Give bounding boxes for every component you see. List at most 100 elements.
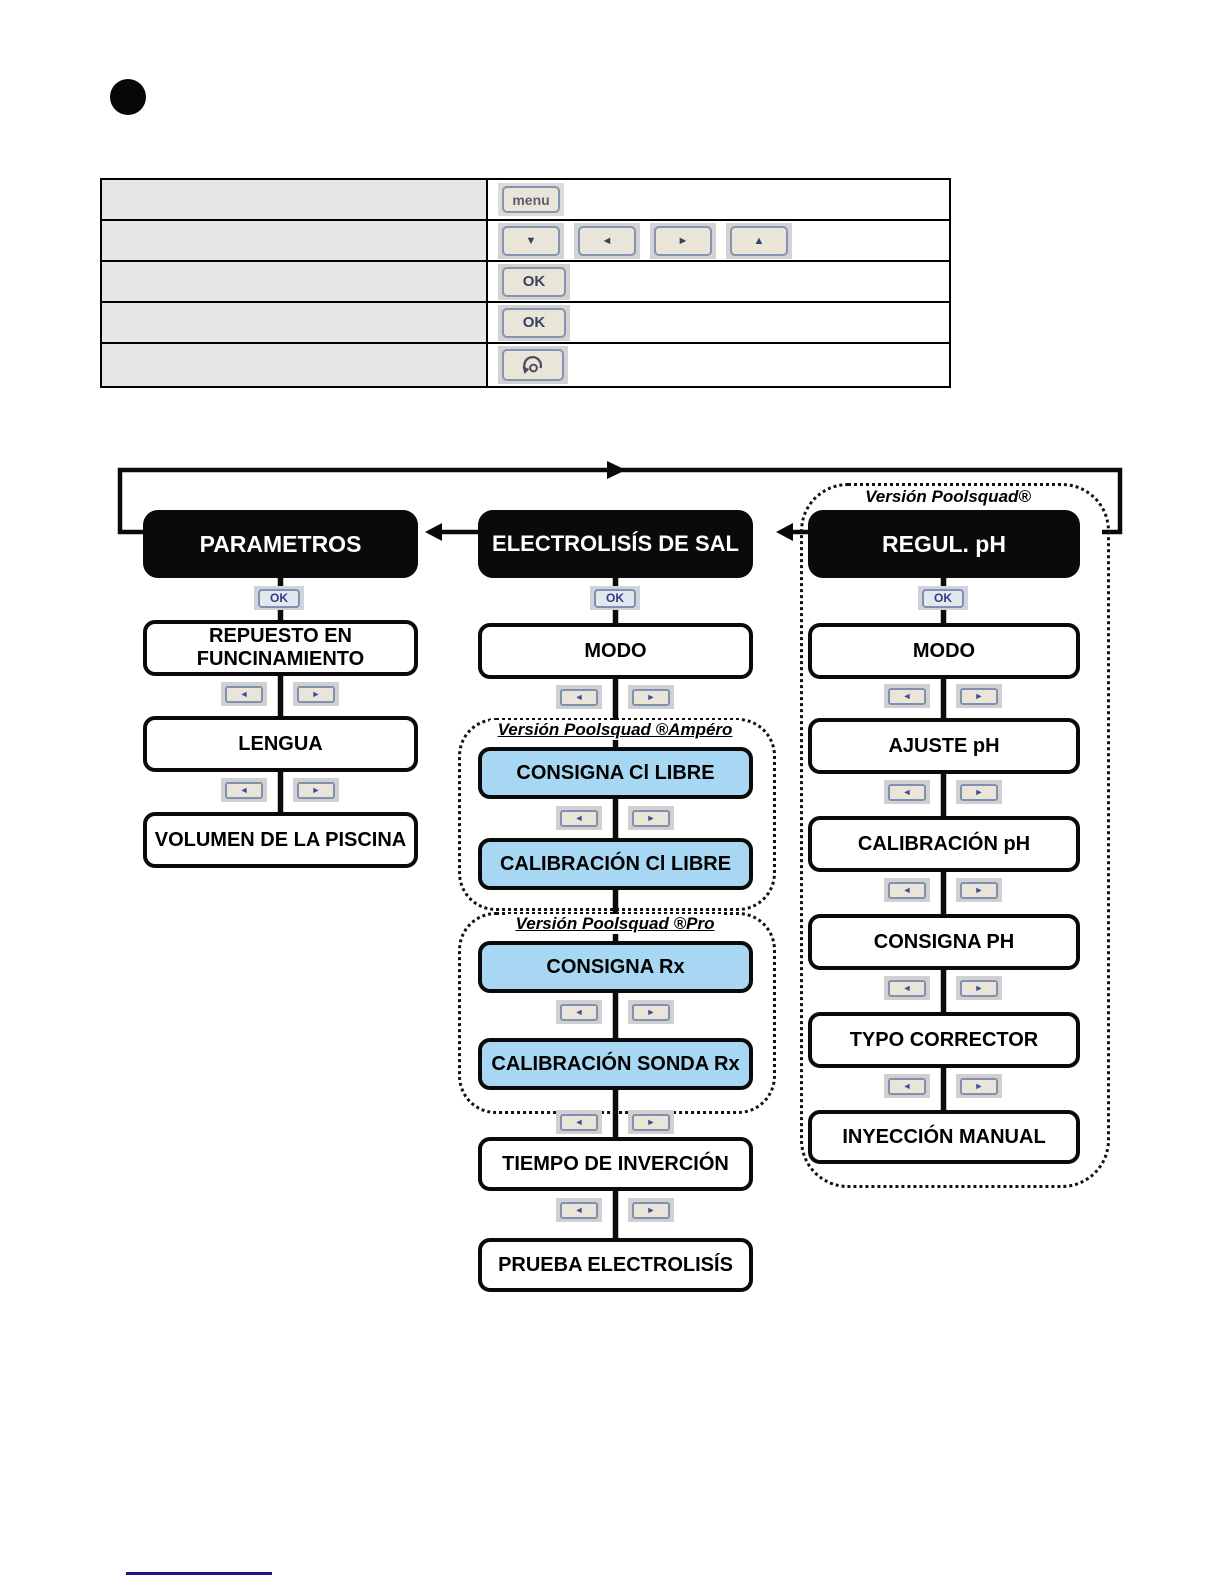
ok-key-label: OK: [502, 266, 566, 297]
menu-node-ajuste-ph: AJUSTE pH: [808, 718, 1080, 774]
menu-node-prueba-electrolisis: PRUEBA ELECTROLISÍS: [478, 1238, 753, 1292]
table-cell-buttons: ▼ ◄ ► ▲: [488, 221, 949, 260]
ok-button: OK: [590, 586, 640, 610]
menu-header-electrolisis: ELECTROLISÍS DE SAL: [478, 510, 753, 578]
left-arrow-button: ◄: [884, 976, 930, 1000]
right-arrow-icon: ►: [632, 1113, 670, 1131]
table-cell-description: [102, 262, 488, 301]
menu-node-modo-sal: MODO: [478, 623, 753, 679]
table-cell-description: [102, 344, 488, 386]
menu-node-lengua: LENGUA: [143, 716, 418, 772]
ok-key-label: OK: [922, 588, 964, 608]
left-arrow-button: ◄: [556, 1110, 602, 1134]
footnote-rule: [126, 1572, 272, 1575]
section-bullet: [110, 79, 146, 115]
menu-key-label: menu: [502, 186, 560, 213]
right-arrow-button: ►: [628, 1000, 674, 1024]
return-home-button: [498, 346, 568, 384]
poolsquad-version-group: [800, 483, 1110, 1188]
left-arrow-button: ◄: [884, 684, 930, 708]
right-arrow-icon: ►: [654, 225, 712, 256]
right-arrow-button: ►: [956, 780, 1002, 804]
left-arrow-icon: ◄: [560, 688, 598, 706]
menu-node-calibracion-sonda-rx: CALIBRACIÓN SONDA Rx: [478, 1038, 753, 1090]
left-arrow-icon: ◄: [225, 781, 263, 799]
table-cell-description: [102, 180, 488, 219]
table-row: OK: [102, 303, 949, 344]
right-arrow-button: ►: [628, 685, 674, 709]
menu-node-consigna-cl: CONSIGNA Cl LIBRE: [478, 747, 753, 799]
right-arrow-icon: ►: [960, 783, 998, 801]
menu-node-calibracion-ph: CALIBRACIÓN pH: [808, 816, 1080, 872]
menu-node-modo-ph: MODO: [808, 623, 1080, 679]
ok-key-label: OK: [594, 588, 636, 608]
right-arrow-button: ►: [628, 1198, 674, 1222]
menu-node-consigna-rx: CONSIGNA Rx: [478, 941, 753, 993]
table-cell-description: [102, 303, 488, 342]
menu-node-volumen: VOLUMEN DE LA PISCINA: [143, 812, 418, 868]
right-arrow-button: ►: [956, 684, 1002, 708]
left-arrow-icon: ◄: [888, 783, 926, 801]
right-arrow-icon: ►: [960, 881, 998, 899]
ok-button: OK: [498, 263, 570, 300]
menu-header-regul-ph: REGUL. pH: [808, 510, 1080, 578]
right-arrow-icon: ►: [632, 1201, 670, 1219]
table-row: OK: [102, 262, 949, 303]
left-arrow-icon: ◄: [888, 881, 926, 899]
left-arrow-icon: ◄: [888, 979, 926, 997]
right-arrow-icon: ►: [632, 1003, 670, 1021]
menu-node-repuesto: REPUESTO EN FUNCINAMIENTO: [143, 620, 418, 676]
right-arrow-button: ►: [956, 1074, 1002, 1098]
left-arrow-icon: ◄: [578, 225, 636, 256]
menu-header-parametros: PARAMETROS: [143, 510, 418, 578]
right-arrow-button: ►: [293, 778, 339, 802]
left-arrow-icon: ◄: [560, 809, 598, 827]
right-arrow-button: ►: [956, 976, 1002, 1000]
ok-button: OK: [918, 586, 968, 610]
ampero-version-group: [458, 718, 776, 911]
right-arrow-button: ►: [956, 878, 1002, 902]
version-pro-label: Versión Poolsquad ®Pro: [507, 914, 723, 934]
right-arrow-button: ►: [628, 806, 674, 830]
up-arrow-button: ▲: [726, 222, 792, 259]
up-arrow-icon: ▲: [730, 225, 788, 256]
left-arrow-button: ◄: [884, 878, 930, 902]
ok-key-label: OK: [258, 588, 300, 608]
left-arrow-button: ◄: [556, 806, 602, 830]
left-arrow-icon: ◄: [888, 1077, 926, 1095]
table-cell-buttons: OK: [488, 262, 949, 301]
ok-key-label: OK: [502, 307, 566, 338]
menu-node-consigna-ph: CONSIGNA PH: [808, 914, 1080, 970]
left-arrow-icon: ◄: [225, 685, 263, 703]
right-arrow-icon: ►: [632, 688, 670, 706]
left-arrow-icon: ◄: [560, 1003, 598, 1021]
left-arrow-button: ◄: [221, 778, 267, 802]
table-cell-buttons: OK: [488, 303, 949, 342]
table-row: menu: [102, 180, 949, 221]
table-cell-buttons: [488, 344, 949, 386]
left-arrow-button: ◄: [884, 1074, 930, 1098]
table-row: ▼ ◄ ► ▲: [102, 221, 949, 262]
left-arrow-icon: ◄: [560, 1201, 598, 1219]
left-arrow-button: ◄: [556, 685, 602, 709]
right-arrow-icon: ►: [632, 809, 670, 827]
pro-version-group: [458, 912, 776, 1114]
right-arrow-icon: ►: [960, 687, 998, 705]
right-arrow-icon: ►: [297, 685, 335, 703]
menu-node-typo-corrector: TYPO CORRECTOR: [808, 1012, 1080, 1068]
left-arrow-icon: ◄: [888, 687, 926, 705]
left-arrow-button: ◄: [556, 1198, 602, 1222]
menu-node-tiempo-invercion: TIEMPO DE INVERCIÓN: [478, 1137, 753, 1191]
button-legend-table: menu ▼ ◄ ► ▲: [100, 178, 951, 388]
return-home-icon: [502, 349, 564, 381]
menu-node-inyeccion-manual: INYECCIÓN MANUAL: [808, 1110, 1080, 1164]
down-arrow-icon: ▼: [502, 225, 560, 256]
table-cell-description: [102, 221, 488, 260]
down-arrow-button: ▼: [498, 222, 564, 259]
left-arrow-icon: ◄: [560, 1113, 598, 1131]
menu-node-calibracion-cl: CALIBRACIÓN Cl LIBRE: [478, 838, 753, 890]
table-row: [102, 344, 949, 386]
menu-button: menu: [498, 183, 564, 216]
right-arrow-button: ►: [628, 1110, 674, 1134]
